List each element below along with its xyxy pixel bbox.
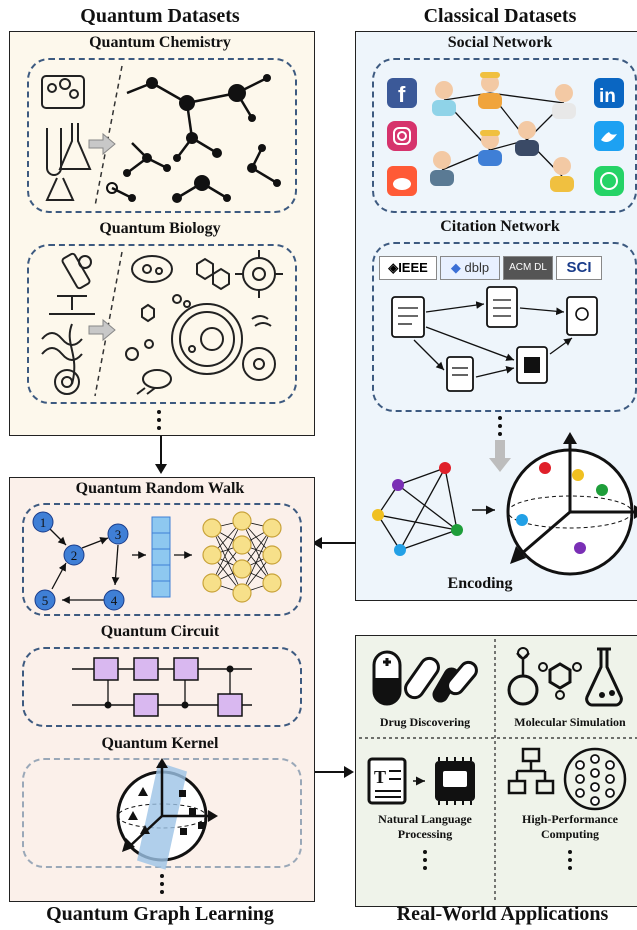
quantum-kernel-illustration: [116, 758, 218, 870]
vertical-ellipsis-icon: [423, 850, 427, 870]
quantum-random-walk-box: [22, 503, 302, 616]
app-label-hpc-line2: Computing: [540, 827, 599, 841]
svg-text:1: 1: [40, 515, 47, 530]
vertical-ellipsis-icon: [568, 850, 572, 870]
hpc-icon: [507, 747, 627, 811]
quantum-chemistry-illustration: [41, 65, 281, 207]
quantum-random-walk-title: Quantum Random Walk: [75, 480, 245, 497]
vertical-ellipsis-icon: [160, 874, 164, 894]
quantum-gates: [93, 657, 243, 717]
social-network-title: Social Network: [447, 34, 553, 51]
quantum-kernel-title: Quantum Kernel: [101, 735, 219, 752]
app-label-nlp: Natural Language Processing: [355, 812, 495, 842]
facebook-icon: [387, 78, 417, 108]
quantum-circuit-title: Quantum Circuit: [100, 623, 220, 640]
paper-chart-icon: [446, 356, 474, 392]
app-label-drug: Drug Discovering: [379, 715, 471, 729]
nlp-icon: T: [367, 757, 475, 805]
dna-plant-icon: [41, 323, 83, 395]
citation-source-ieee: ◈IEEE: [379, 256, 437, 280]
header-quantum-datasets: Quantum Datasets: [80, 5, 240, 27]
quantum-datasets-panel: [9, 31, 315, 436]
citation-source-dblp: ◆ dblp: [440, 256, 500, 280]
citation-source-acm: ACM DL: [503, 256, 553, 280]
svg-text:3: 3: [115, 527, 122, 542]
vertical-ellipsis-icon: [157, 410, 161, 430]
app-label-hpc-line1: High-Performance: [522, 812, 618, 826]
whatsapp-icon: [594, 166, 624, 196]
arrow-datasets-to-learning: [155, 436, 167, 474]
svg-text:in: in: [599, 86, 616, 107]
paper-idea-icon: [566, 296, 598, 336]
svg-text:2: 2: [71, 548, 78, 563]
quantum-biology-illustration: [41, 250, 283, 397]
quantum-biology-box: [27, 244, 297, 404]
quantum-chemistry-title: Quantum Chemistry: [89, 34, 231, 51]
state-vector: [151, 516, 171, 598]
citation-network-box: [372, 242, 637, 412]
cell-icons: [125, 250, 283, 395]
people-icons: [430, 72, 576, 192]
social-network-illustration: f in: [387, 72, 624, 196]
arrow-learning-to-applications: [314, 766, 354, 778]
encoding-illustration: [372, 432, 637, 576]
citation-graph: [391, 286, 598, 392]
instagram-icon: [387, 121, 417, 151]
microscope-icon: [49, 252, 95, 315]
drug-discovery-icon: [372, 650, 478, 706]
input-graph: [377, 467, 458, 551]
linkedin-icon: [594, 78, 624, 108]
bloch-sphere-icon: [506, 432, 637, 576]
app-label-hpc: High-Performance Computing: [495, 812, 637, 842]
vertical-ellipsis-icon: [498, 416, 502, 436]
app-label-molecular: Molecular Simulation: [514, 715, 626, 729]
app-label-nlp-line2: Processing: [397, 827, 453, 841]
app-label-nlp-line1: Natural Language: [378, 812, 472, 826]
svg-text:5: 5: [42, 593, 49, 608]
svg-text:f: f: [398, 82, 406, 107]
lab-equipment-icon: [41, 75, 92, 201]
encoding-label: Encoding: [447, 575, 513, 592]
quantum-circuit-box: [22, 647, 302, 727]
random-walk-illustration: 1 2 3 4 5: [32, 511, 282, 611]
molecular-simulation-icon: [507, 647, 623, 707]
quantum-circuit-illustration: [72, 657, 252, 717]
paper-book-icon: [486, 286, 518, 328]
down-gray-arrow: [489, 440, 511, 472]
social-network-box: [372, 58, 637, 213]
header-classical-datasets: Classical Datasets: [423, 5, 577, 27]
header-quantum-graph-learning: Quantum Graph Learning: [46, 903, 274, 925]
walk-nodes: [32, 511, 129, 611]
svg-text:T: T: [374, 767, 386, 787]
quantum-biology-title: Quantum Biology: [99, 220, 221, 237]
paper-certificate-icon: [391, 296, 425, 338]
svg-text:4: 4: [111, 593, 118, 608]
applications-panel: [355, 635, 637, 907]
arrow-classical-to-learning: [312, 537, 356, 549]
header-real-world-applications: Real-World Applications: [396, 903, 609, 925]
citation-source-sci: SCI: [556, 256, 602, 280]
citation-network-title: Citation Network: [440, 218, 560, 235]
applications-grid-lines: [359, 639, 637, 903]
quantum-chemistry-box: [27, 58, 297, 213]
